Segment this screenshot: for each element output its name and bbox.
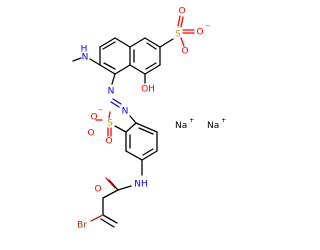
hydroxyl-group: OH — [141, 73, 155, 95]
sulfonate-group-top: S O O O − — [159, 7, 210, 57]
sulfur-atom-middle: S — [107, 119, 113, 129]
methylamino-nitrogen: N — [82, 53, 89, 63]
naphthalene-ring-left — [99, 37, 131, 75]
methylamino-hydrogen: H — [81, 45, 88, 55]
sodium-ion-1-charge: + — [189, 116, 194, 124]
oxygen-atom-middle-down: O — [105, 137, 112, 147]
azo-nitrogen-lower: N — [122, 107, 129, 117]
amide-nh-label: NH — [134, 180, 148, 190]
sodium-ion-1: Na — [175, 121, 187, 131]
azo-nitrogen-upper: N — [108, 87, 115, 97]
azo-linkage: N N — [108, 73, 137, 124]
sodium-ions: Na + Na + — [175, 116, 226, 131]
bromoacryloyl-group: Br — [77, 197, 118, 231]
oxygen-atom-middle-left: O — [87, 129, 94, 139]
bromine-label: Br — [77, 221, 87, 231]
sulfur-atom-top: S — [175, 30, 181, 40]
oxygen-atom-middle-minus: O — [90, 113, 97, 123]
amide-oxygen: O — [94, 185, 101, 195]
amide-group: NH O — [94, 159, 148, 199]
methylamino-group: H N — [72, 45, 101, 66]
sodium-ion-2: Na — [207, 121, 219, 131]
oxygen-atom-top-right: O — [196, 28, 203, 38]
naphthalene-ring-right — [129, 37, 161, 75]
hydroxyl-label: OH — [141, 85, 155, 95]
charge-minus-top: − — [205, 22, 210, 30]
sulfonate-group-middle: S O − O O — [87, 106, 127, 147]
charge-minus-middle: − — [98, 106, 103, 114]
chemical-structure-diagram: S O O O − OH H N N N — [72, 7, 226, 231]
benzene-ring-lower — [125, 122, 158, 161]
oxygen-atom-top-minus: O — [181, 47, 188, 57]
sodium-ion-2-charge: + — [221, 116, 226, 124]
oxygen-atom-top-up: O — [178, 7, 185, 17]
